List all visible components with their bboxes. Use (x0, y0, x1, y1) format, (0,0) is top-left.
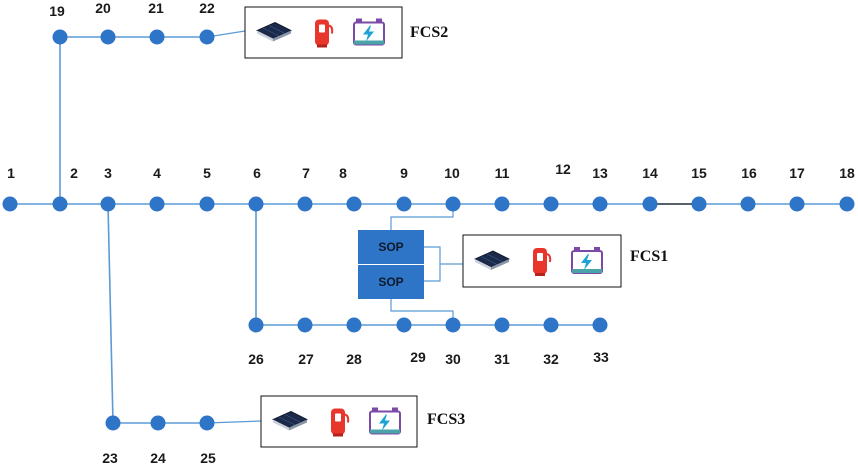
bus-node-20 (100, 29, 116, 45)
bus-node-22 (199, 29, 215, 45)
bus-node-7 (297, 196, 313, 212)
bus-label-22: 22 (199, 0, 215, 16)
fcs1-label: FCS1 (630, 248, 668, 265)
bus-node-16 (740, 196, 756, 212)
bus-node-2 (52, 196, 68, 212)
battery-icon (353, 17, 385, 46)
bus-node-19 (52, 29, 68, 45)
bus-label-12: 12 (555, 161, 571, 177)
bus-label-15: 15 (691, 165, 707, 181)
bus-node-13 (592, 196, 608, 212)
bus-node-27 (297, 317, 313, 333)
bus-label-25: 25 (200, 450, 216, 465)
bus-node-18 (839, 196, 855, 212)
bus-node-5 (199, 196, 215, 212)
bus-node-30 (445, 317, 461, 333)
fcs3-link (206, 420, 262, 424)
bus-label-10: 10 (444, 165, 460, 181)
battery-icon (369, 406, 401, 435)
bus-label-31: 31 (494, 351, 510, 367)
bus-node-9 (396, 196, 412, 212)
bus-node-12 (543, 196, 559, 212)
sop-lower-block (358, 265, 424, 299)
bus-node-17 (789, 196, 805, 212)
bus-label-17: 17 (789, 165, 805, 181)
bus-label-5: 5 (203, 165, 211, 181)
bus-node-10 (445, 196, 461, 212)
bus-node-3 (100, 196, 116, 212)
bus-node-14 (642, 196, 658, 212)
bus-label-7: 7 (302, 165, 310, 181)
bus-label-30: 30 (445, 351, 461, 367)
bus-label-28: 28 (346, 351, 362, 367)
fcs3-station: FCS3 (260, 395, 465, 448)
bus-nodes (2, 29, 855, 431)
bus-node-33 (592, 317, 608, 333)
bus-node-26 (248, 317, 264, 333)
bus-node-11 (494, 196, 510, 212)
bus-node-6 (248, 196, 264, 212)
fcs2-label: FCS2 (410, 24, 448, 41)
bus-node-8 (346, 196, 362, 212)
fcs3-label: FCS3 (427, 411, 465, 428)
bus-label-20: 20 (95, 0, 111, 16)
bus-label-21: 21 (148, 0, 164, 16)
bus-label-27: 27 (298, 351, 314, 367)
bus-label-8: 8 (339, 165, 347, 181)
bus-node-25 (199, 415, 215, 431)
bus-node-32 (543, 317, 559, 333)
bus-label-2: 2 (70, 165, 78, 181)
bus-label-33: 33 (593, 349, 609, 365)
feeder-lines (10, 30, 847, 424)
bus-label-29: 29 (410, 349, 426, 365)
fcs1-station: FCS1 (462, 234, 668, 288)
sop-to-fcs1-link (424, 246, 441, 282)
bus-node-1 (2, 196, 18, 212)
sop-upper-label: SOP (378, 240, 403, 254)
bus-label-16: 16 (741, 165, 757, 181)
bus-node-15 (691, 196, 707, 212)
bus-label-26: 26 (248, 351, 264, 367)
bus-label-14: 14 (642, 165, 658, 181)
bus-node-24 (150, 415, 166, 431)
bus-label-23: 23 (102, 450, 118, 465)
bus-node-31 (494, 317, 510, 333)
bus-node-29 (396, 317, 412, 333)
feeder-segment (107, 203, 114, 424)
bus-label-6: 6 (253, 165, 261, 181)
bus-node-4 (149, 196, 165, 212)
bus-node-23 (105, 415, 121, 431)
bus-label-18: 18 (839, 165, 855, 181)
bus-label-1: 1 (7, 165, 15, 181)
bus-label-11: 11 (495, 165, 510, 181)
sop-device: SOP SOP (358, 230, 424, 299)
battery-icon (571, 246, 603, 274)
sop-upper-block (358, 230, 424, 264)
bus-label-24: 24 (150, 450, 166, 465)
fcs2-station: FCS2 (244, 6, 448, 59)
sop-lower-label: SOP (378, 275, 403, 289)
bus-node-28 (346, 317, 362, 333)
bus-label-3: 3 (104, 165, 112, 181)
bus-label-13: 13 (592, 165, 608, 181)
bus-label-32: 32 (543, 351, 559, 367)
bus-label-4: 4 (153, 165, 161, 181)
bus-label-19: 19 (49, 3, 65, 19)
bus-node-21 (149, 29, 165, 45)
bus-label-9: 9 (400, 165, 408, 181)
